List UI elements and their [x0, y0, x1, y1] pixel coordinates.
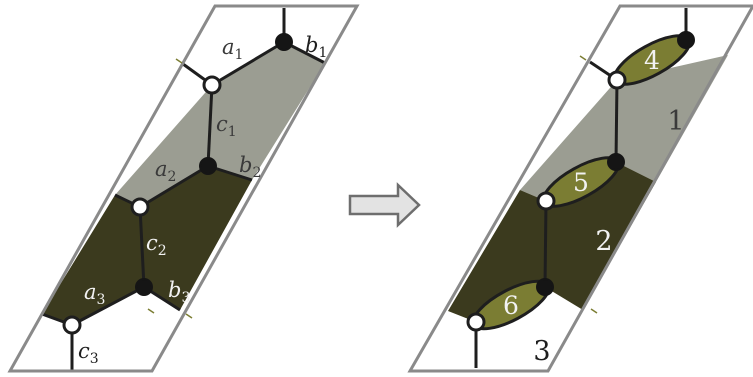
left-dark-region [42, 166, 252, 325]
label-a3: a3 [84, 280, 105, 308]
right-diagram: 4 5 6 1 2 3 [407, 4, 753, 373]
right-light-region [520, 55, 728, 201]
right-edges [474, 8, 688, 368]
right-arrow-icon [348, 182, 421, 228]
leaf-6-label: 6 [503, 291, 519, 320]
right-frame [407, 4, 753, 373]
label-a1: a1 [222, 35, 243, 63]
left-tick-top [175, 58, 183, 64]
left-white-vertex-3 [62, 315, 82, 335]
right-black-vertex-2 [607, 153, 625, 171]
right-white-vertex-2 [536, 191, 556, 211]
left-black-vertex-2 [199, 157, 217, 175]
right-dark-region [448, 162, 656, 322]
label-c3: c3 [78, 339, 99, 367]
region-1-label: 1 [667, 106, 684, 137]
leaf-5-label: 5 [573, 168, 589, 197]
right-white-vertex-3 [466, 312, 486, 332]
leaf-4-label: 4 [644, 46, 660, 75]
label-b1: b1 [305, 33, 327, 61]
right-black-vertex-3 [536, 278, 554, 296]
right-tick-right [590, 308, 598, 314]
left-black-vertex-1 [275, 33, 293, 51]
label-b2: b2 [239, 153, 261, 181]
label-c2: c2 [146, 231, 167, 259]
label-a2: a2 [155, 157, 176, 185]
left-diagram: a1 b1 c1 a2 b2 c2 a3 b3 c3 [7, 4, 360, 373]
left-black-vertex-3 [135, 278, 153, 296]
label-c1: c1 [216, 112, 237, 140]
left-white-vertex-2 [130, 197, 150, 217]
left-tick-right [185, 313, 193, 319]
left-frame [7, 4, 360, 373]
right-black-vertex-1 [677, 31, 695, 49]
label-b3: b3 [168, 278, 190, 306]
left-light-region [115, 42, 325, 207]
region-2-label: 2 [595, 226, 612, 257]
left-tick-bottom [147, 308, 155, 314]
region-3-label: 3 [533, 336, 550, 367]
right-white-vertex-1 [607, 70, 627, 90]
left-white-vertex-1 [202, 75, 222, 95]
right-tick-top [579, 55, 587, 61]
